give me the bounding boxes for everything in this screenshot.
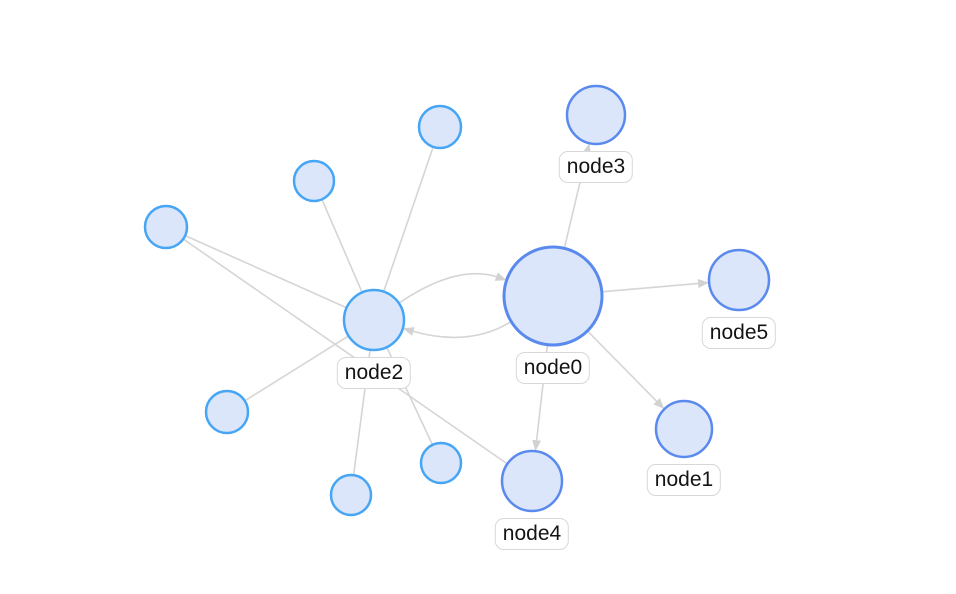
- graph-node-sat-bottom[interactable]: [329, 473, 373, 517]
- graph-edge-node2-node0: [398, 272, 499, 304]
- graph-node-node5[interactable]: [707, 248, 771, 312]
- edges-layer: [165, 126, 710, 496]
- graph-node-sat-lower-left[interactable]: [204, 389, 250, 435]
- graph-node-node3[interactable]: [565, 84, 627, 146]
- graph-node-node1[interactable]: [654, 399, 714, 459]
- graph-node-sat-far-left[interactable]: [143, 204, 189, 250]
- node-label-node2[interactable]: node2: [336, 357, 412, 390]
- node-label-node0[interactable]: node0: [515, 352, 591, 385]
- node-label-node4[interactable]: node4: [494, 518, 570, 551]
- node-label-node1[interactable]: node1: [646, 464, 722, 497]
- graph-node-node2[interactable]: [342, 288, 406, 352]
- arrowhead-node0-node5: [697, 279, 710, 288]
- arrowhead-node0-node1: [653, 398, 665, 410]
- graph-edge-node0-node1: [586, 330, 659, 404]
- graph-node-node4[interactable]: [500, 449, 564, 513]
- graph-node-sat-top[interactable]: [417, 104, 463, 150]
- arrowhead-node0-node2: [402, 327, 415, 336]
- graph-node-sat-bottom-mid[interactable]: [419, 441, 463, 485]
- graph-node-sat-upper-left[interactable]: [292, 159, 336, 203]
- node-label-node5[interactable]: node5: [701, 317, 777, 350]
- graph-edge-node0-node5: [601, 282, 701, 293]
- nodes-layer: [143, 84, 771, 517]
- arrowhead-node2-node0: [494, 272, 507, 281]
- graph-edge-node0-node2: [411, 320, 512, 339]
- graph-edge-node2-sat-far-left: [165, 226, 375, 321]
- graph-edge-node2-sat-top: [373, 126, 441, 321]
- graph-edge-sat-far-left-node4: [165, 226, 533, 482]
- graph-node-node0[interactable]: [502, 245, 604, 347]
- arrowhead-node0-node4: [532, 439, 542, 452]
- node-label-node3[interactable]: node3: [558, 151, 634, 184]
